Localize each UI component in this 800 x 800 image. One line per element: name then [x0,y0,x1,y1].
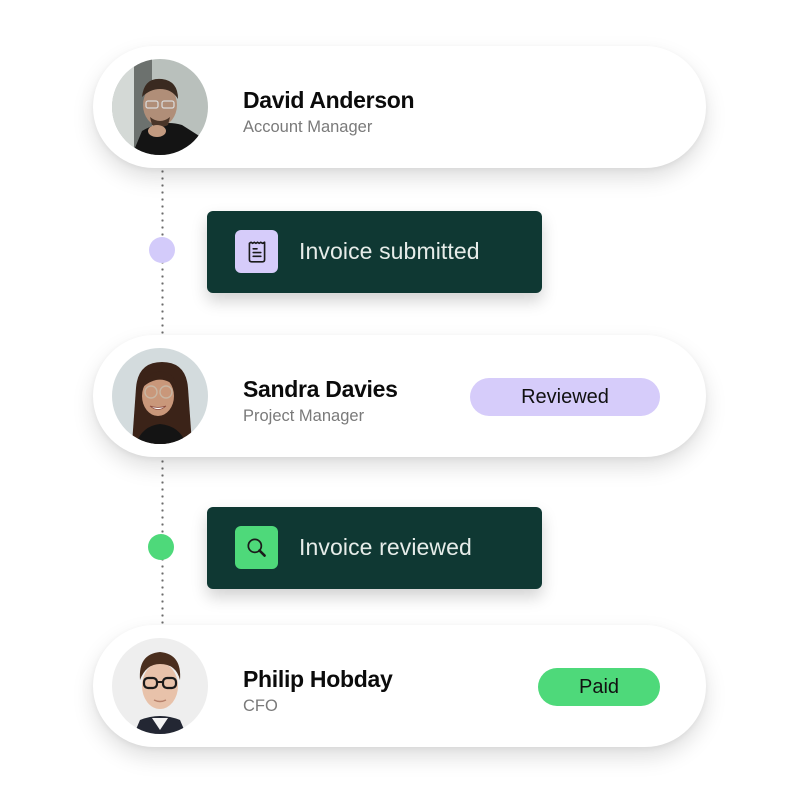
avatar-photo-sandra [112,348,208,444]
person-name: David Anderson [243,87,415,113]
person-name: Philip Hobday [243,666,393,692]
status-badge-paid: Paid [538,668,660,706]
timeline-dot-submitted [149,237,175,263]
person-role: CFO [243,697,278,715]
event-icon-box [235,526,278,569]
person-name: Sandra Davies [243,376,398,402]
event-invoice-submitted[interactable]: Invoice submitted [207,211,542,293]
person-role: Project Manager [243,407,365,425]
person-role: Account Manager [243,118,373,136]
avatar-photo-philip [112,638,208,734]
avatar [112,59,208,155]
timeline-dot-reviewed [148,534,174,560]
event-label: Invoice submitted [299,238,480,264]
event-invoice-reviewed[interactable]: Invoice reviewed [207,507,542,589]
person-card-sandra-davies[interactable]: Sandra Davies Project Manager Reviewed [93,335,706,457]
avatar [112,348,208,444]
avatar-photo-david [112,59,208,155]
avatar [112,638,208,734]
receipt-icon [248,240,265,263]
person-card-philip-hobday[interactable]: Philip Hobday CFO Paid [93,625,706,747]
person-card-david-anderson[interactable]: David Anderson Account Manager [93,46,706,168]
event-label: Invoice reviewed [299,534,472,560]
search-icon [246,537,266,557]
event-icon-box [235,230,278,273]
status-badge-reviewed: Reviewed [470,378,660,416]
